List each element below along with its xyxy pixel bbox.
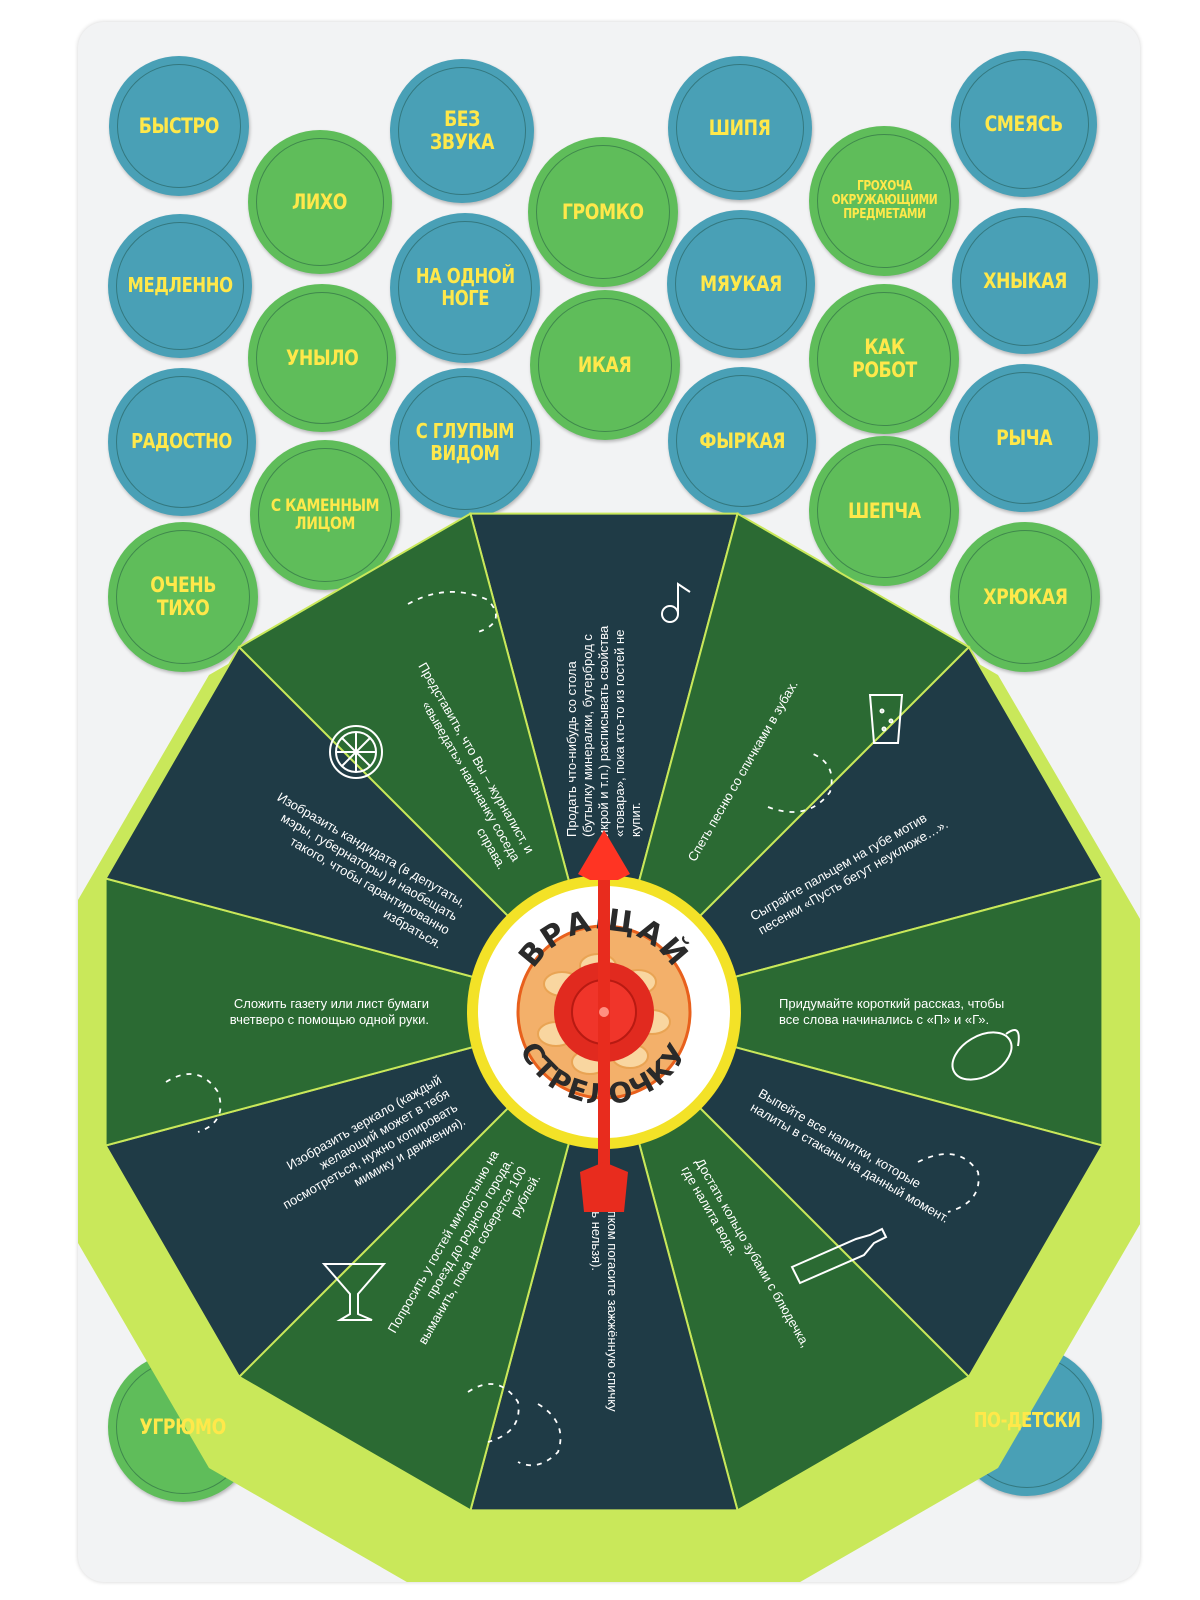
token-grokhocha[interactable]: ГРОХОЧА ОКРУЖАЮЩИМИ ПРЕДМЕТАМИ (809, 126, 959, 276)
token-shepcha[interactable]: ШЕПЧА (809, 436, 959, 586)
token-s-glupym-vidom[interactable]: С ГЛУПЫМ ВИДОМ (390, 368, 540, 518)
token-s-kamennym-litsom[interactable]: С КАМЕННЫМ ЛИЦОМ (250, 440, 400, 590)
doodle-icons (165, 582, 1020, 1467)
cocktail-glass-icon (321, 1263, 387, 1321)
token-na-odnoy-noge[interactable]: НА ОДНОЙ НОГЕ (390, 213, 540, 363)
token-radostno[interactable]: РАДОСТНО (108, 368, 256, 516)
task-text: Продать что-нибудь со стола(бутылку мине… (564, 625, 643, 837)
token-khnykaya[interactable]: ХНЫКАЯ (952, 208, 1098, 354)
token-kak-robot[interactable]: КАК РОБОТ (809, 284, 959, 434)
game-board: БЫСТРО ЛИХО БЕЗ ЗВУКА ГРОМКО ШИПЯ ГРОХОЧ… (78, 22, 1140, 1582)
token-ikaya[interactable]: ИКАЯ (530, 290, 680, 440)
dashed-doodles (165, 591, 980, 1467)
token-fyrkaya[interactable]: ФЫРКАЯ (668, 367, 816, 515)
task-label: Продать что-нибудь со стола(бутылку мине… (564, 625, 643, 837)
token-shipya[interactable]: ШИПЯ (668, 56, 812, 200)
token-ochen-tikho[interactable]: ОЧЕНЬ ТИХО (108, 522, 258, 672)
bottle-icon (790, 1227, 888, 1285)
token-likho[interactable]: ЛИХО (248, 130, 392, 274)
token-gromko[interactable]: ГРОМКО (528, 137, 678, 287)
wheel-sectors (104, 512, 1104, 1512)
spinner-arrow[interactable] (554, 830, 654, 1212)
spinner-wheel[interactable]: Продать что-нибудь со стола(бутылку мине… (78, 22, 1140, 1582)
glass-icon (868, 694, 904, 744)
wheel-sector (237, 512, 606, 1016)
token-bystro[interactable]: БЫСТРО (109, 56, 249, 196)
lemon-slice-icon (329, 725, 383, 779)
music-note-icon (661, 582, 691, 623)
token-smeyas[interactable]: СМЕЯСЬ (951, 51, 1097, 197)
token-rycha[interactable]: РЫЧА (950, 364, 1098, 512)
token-myaukaya[interactable]: МЯУКАЯ (667, 210, 815, 358)
lemon-icon (951, 1029, 1020, 1081)
token-unylo[interactable]: УНЫЛО (248, 284, 396, 432)
token-khryukaya[interactable]: ХРЮКАЯ (950, 522, 1100, 672)
token-medlenno[interactable]: МЕДЛЕННО (108, 214, 252, 358)
token-bez-zvuka[interactable]: БЕЗ ЗВУКА (390, 59, 534, 203)
